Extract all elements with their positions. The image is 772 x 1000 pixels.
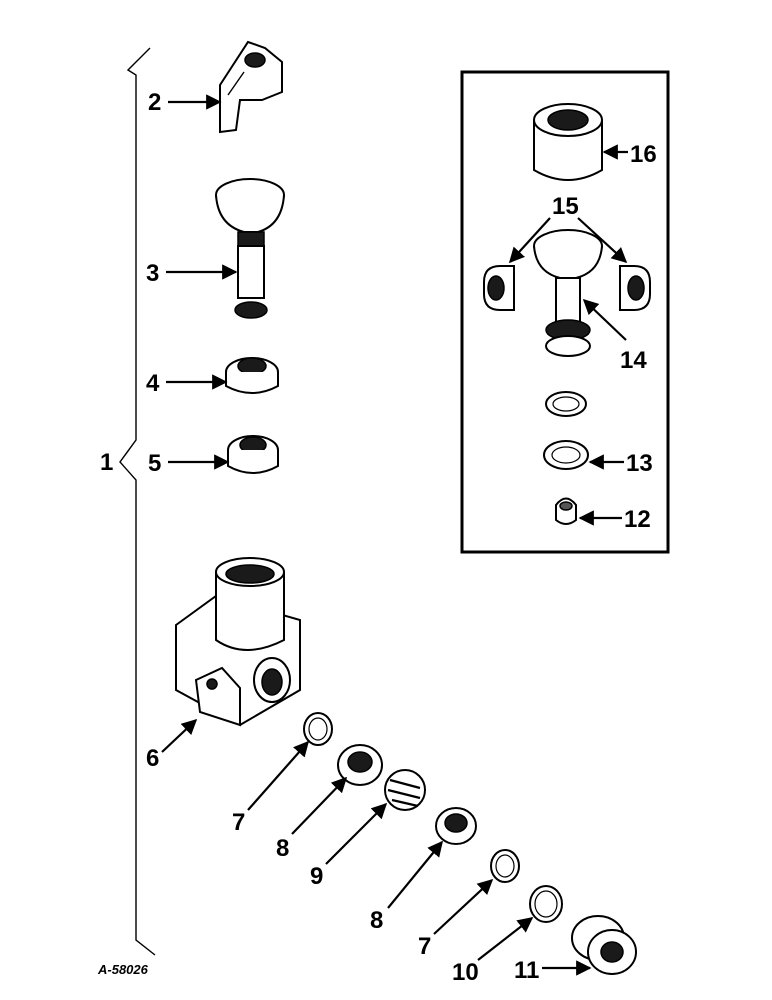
- leader-15b: [577, 217, 628, 264]
- part-5-seal: [227, 435, 279, 474]
- leader-10: [477, 917, 534, 961]
- leader-7b: [433, 878, 494, 935]
- part-9-spring: [384, 769, 426, 811]
- part-8-poppet-a: [337, 744, 383, 786]
- part-16-cap: [533, 103, 603, 181]
- callout-7a: 7: [232, 809, 245, 836]
- callout-4: 4: [146, 370, 160, 397]
- callout-14: 14: [620, 347, 647, 374]
- assembly-bracket: [119, 47, 156, 956]
- callout-11: 11: [514, 957, 539, 984]
- inset-box: [460, 70, 670, 554]
- callout-9: 9: [310, 863, 323, 890]
- callout-16: 16: [630, 141, 657, 168]
- leader-6: [161, 718, 198, 753]
- callout-2: 2: [148, 89, 161, 116]
- part-15-seal-left: [483, 265, 515, 311]
- part-6-valve-body: [175, 557, 301, 727]
- callout-13: 13: [626, 450, 653, 477]
- part-12-nub: [555, 497, 577, 525]
- part-2-clip: [219, 40, 283, 134]
- part-4-seal: [225, 357, 279, 394]
- part-15-seal-right: [619, 265, 651, 311]
- callout-1: 1: [100, 449, 113, 476]
- leader-7a: [247, 740, 310, 811]
- callout-8a: 8: [276, 835, 289, 862]
- leader-8b: [387, 840, 443, 909]
- leader-15a: [508, 217, 551, 264]
- leader-9: [325, 802, 388, 865]
- part-14-stem: [533, 229, 603, 357]
- callout-15: 15: [552, 193, 579, 220]
- callout-7b: 7: [418, 933, 431, 960]
- callout-3: 3: [146, 260, 159, 287]
- part-11-plug: [571, 915, 637, 975]
- leader-14: [582, 298, 627, 341]
- callout-6: 6: [146, 745, 159, 772]
- callout-8b: 8: [370, 907, 383, 934]
- drawing-number: A-58026: [97, 962, 149, 977]
- callout-5: 5: [148, 450, 161, 477]
- leader-8a: [291, 776, 348, 835]
- callout-10: 10: [452, 959, 479, 986]
- part-8-poppet-b: [435, 807, 477, 845]
- callout-12: 12: [624, 506, 651, 533]
- part-3-valve-stem: [215, 178, 285, 319]
